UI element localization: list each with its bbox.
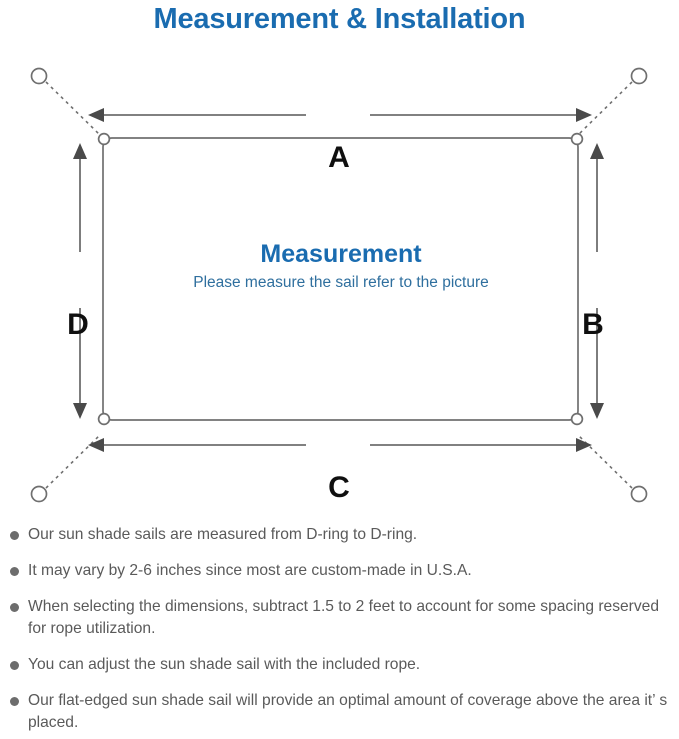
note-text: When selecting the dimensions, subtract … <box>28 598 660 637</box>
double-arrow-icon-a <box>88 108 592 122</box>
anchor-circle-icon <box>30 67 648 503</box>
sail-measurement-diagram: Measurement Please measure the sail refe… <box>0 46 679 524</box>
double-arrow-icon-d <box>73 143 87 419</box>
note-text: Our sun shade sails are measured from D-… <box>28 526 418 543</box>
list-item: Our flat-edged sun shade sail will provi… <box>0 690 679 734</box>
note-text: You can adjust the sun shade sail with t… <box>28 656 421 673</box>
measurement-subtext: Please measure the sail refer to the pic… <box>193 274 489 291</box>
note-text: Our flat-edged sun shade sail will provi… <box>28 692 668 731</box>
bullet-icon <box>10 697 19 706</box>
list-item: Our sun shade sails are measured from D-… <box>0 524 679 546</box>
dimension-label-d: D <box>67 308 89 341</box>
dimension-label-c: C <box>328 471 350 504</box>
dimension-label-a: A <box>328 141 350 174</box>
list-item: When selecting the dimensions, subtract … <box>0 596 679 640</box>
dimension-label-b: B <box>582 308 604 341</box>
diagram-svg <box>30 67 648 503</box>
note-text: It may vary by 2-6 inches since most are… <box>28 562 472 579</box>
double-arrow-icon-b <box>590 143 604 419</box>
sail-rectangle <box>102 137 579 421</box>
measurement-heading: Measurement <box>260 240 422 268</box>
double-arrow-icon-c <box>88 438 592 452</box>
notes-list: Our sun shade sails are measured from D-… <box>0 524 679 734</box>
d-ring-icon <box>97 132 584 426</box>
bullet-icon <box>10 661 19 670</box>
list-item: You can adjust the sun shade sail with t… <box>0 654 679 676</box>
page-title: Measurement & Installation <box>153 3 526 35</box>
bullet-icon <box>10 531 19 540</box>
bullet-icon <box>10 603 19 612</box>
bullet-icon <box>10 567 19 576</box>
list-item: It may vary by 2-6 inches since most are… <box>0 560 679 582</box>
